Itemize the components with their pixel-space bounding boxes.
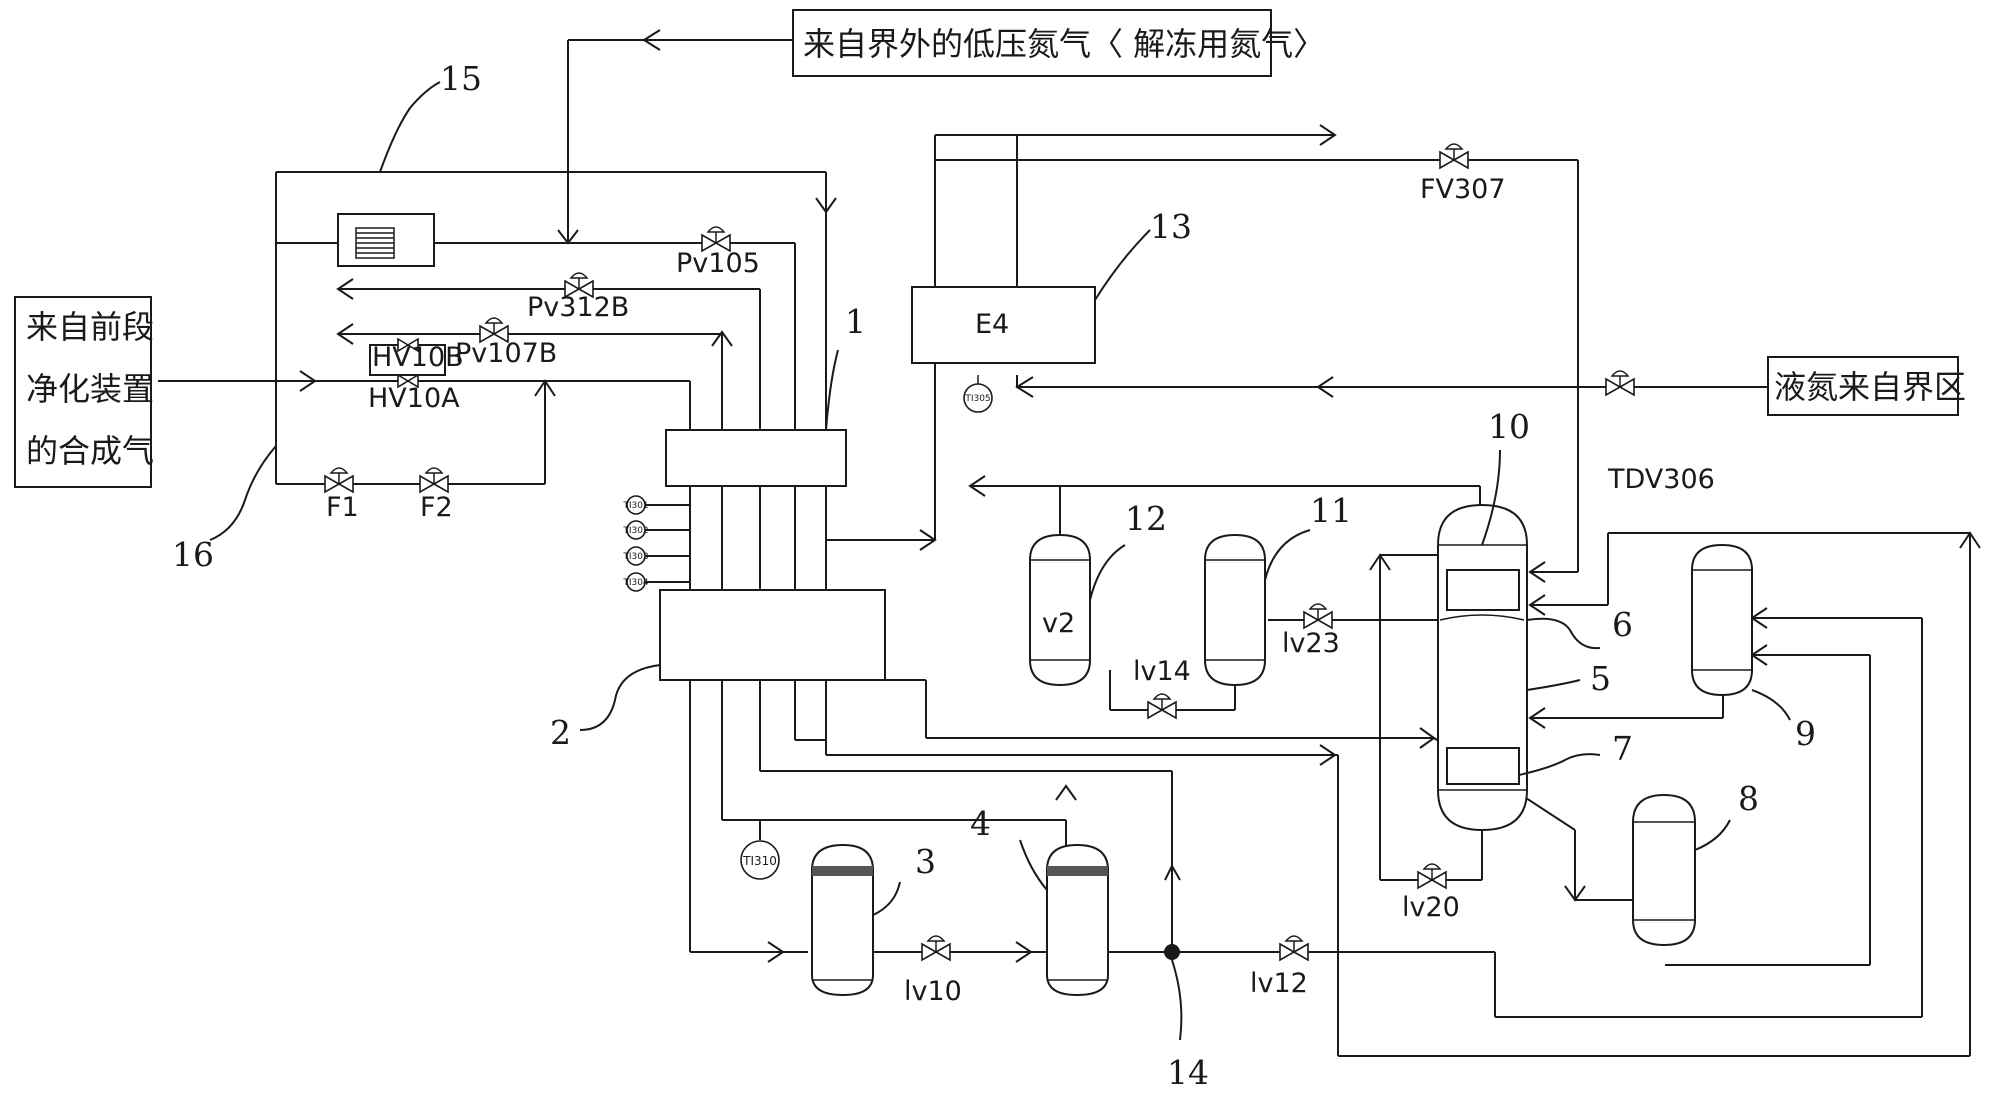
vessel-8 [1632, 793, 1696, 947]
tag-pv105: Pv105 [676, 248, 760, 279]
cooler-unit [337, 213, 435, 267]
tag-pv107b: Pv107B [455, 338, 557, 369]
number-12: 12 [1125, 499, 1167, 538]
nitrogen-source-label: 来自界外的低压氮气〈 解冻用氮气〉 [792, 9, 1325, 77]
valve-pv107b [479, 317, 509, 344]
vessel-v2: v2 [1029, 533, 1091, 687]
tag-hv10a: HV10A [368, 383, 460, 414]
valve-hv10a [397, 373, 419, 389]
valve-lv14 [1147, 693, 1177, 720]
number-7: 7 [1612, 729, 1633, 768]
number-2: 2 [550, 713, 571, 752]
vessel-11 [1204, 533, 1266, 687]
instrument-small-2: TI302 [622, 526, 648, 536]
valve-tags: Pv105 Pv312B Pv107B HV10B HV10A F1 F2 FV… [326, 174, 1715, 1007]
internal-7 [1446, 747, 1520, 785]
valve-f2 [419, 467, 449, 494]
valve-lv12 [1279, 935, 1309, 962]
valve-lv23 [1303, 603, 1333, 630]
number-13: 13 [1150, 207, 1192, 246]
valve-fv307 [1439, 143, 1469, 170]
instrument-small-1: TI301 [622, 501, 648, 511]
valve-lv20 [1417, 863, 1447, 890]
syngas-source-line-3: 的合成气 [26, 432, 154, 470]
instrument-ti305-label: TI305 [964, 394, 990, 404]
vessel-3 [811, 843, 874, 997]
instrument-ti305: TI305 [963, 375, 993, 413]
valve-hv10b [397, 337, 419, 353]
equipment-numbers: 1 2 3 4 5 6 7 8 9 10 11 12 13 14 15 16 [172, 59, 1816, 1092]
piping [158, 39, 1971, 1057]
vessel-9 [1691, 543, 1753, 697]
valve-f1 [324, 467, 354, 494]
instrument-ti310: TI310 [740, 840, 780, 880]
vessel-4 [1046, 843, 1109, 997]
exchanger-e4: E4 [911, 286, 1096, 364]
instrument-small-4: TI304 [622, 578, 649, 588]
valve-lv10 [921, 935, 951, 962]
instrument-small-3: TI303 [622, 552, 648, 562]
tag-pv312b: Pv312B [527, 292, 629, 323]
internal-6 [1446, 569, 1520, 611]
syngas-source-line-2: 净化装置 [26, 370, 154, 408]
leader-lines [209, 81, 1791, 1041]
valve-pv105 [701, 226, 731, 253]
tag-tdv306: TDV306 [1607, 464, 1715, 495]
tag-hv10b: HV10B [372, 342, 464, 373]
vessel-v2-label: v2 [1042, 608, 1075, 639]
nitrogen-source-text: 来自界外的低压氮气〈 解冻用氮气〉 [803, 25, 1325, 63]
heat-exchanger-1 [665, 429, 847, 487]
number-9: 9 [1795, 714, 1816, 753]
number-6: 6 [1612, 605, 1633, 644]
exchanger-e4-label: E4 [975, 309, 1009, 340]
tag-lv10: lv10 [904, 976, 962, 1007]
number-11: 11 [1310, 491, 1352, 530]
tag-lv23: lv23 [1282, 628, 1340, 659]
number-14: 14 [1167, 1053, 1209, 1092]
syngas-source-line-1: 来自前段 [26, 308, 154, 346]
tag-f1: F1 [326, 492, 359, 523]
number-1: 1 [845, 302, 866, 341]
valve-tdv306 [1605, 370, 1635, 397]
number-8: 8 [1738, 779, 1759, 818]
instrument-ti310-label: TI310 [742, 854, 777, 868]
tag-lv14: lv14 [1133, 656, 1191, 687]
tag-f2: F2 [420, 492, 453, 523]
number-3: 3 [915, 842, 936, 881]
tag-lv12: lv12 [1250, 968, 1308, 999]
number-15: 15 [440, 59, 482, 98]
column-5 [1437, 503, 1528, 832]
instrument-group-exchanger: TI301 TI302 TI303 TI304 [622, 495, 649, 592]
number-16: 16 [172, 535, 214, 574]
heat-exchanger-2 [659, 589, 886, 681]
number-10: 10 [1488, 407, 1530, 446]
number-5: 5 [1590, 659, 1611, 698]
junction-14 [1164, 944, 1180, 960]
liquid-nitrogen-source-label: 液氮来自界区 [1767, 356, 1966, 416]
liquid-nitrogen-source-text: 液氮来自界区 [1774, 368, 1966, 406]
tag-fv307: FV307 [1420, 174, 1506, 205]
syngas-source-label: 来自前段 净化装置 的合成气 [14, 296, 154, 488]
valve-pv312b [564, 272, 594, 299]
number-4: 4 [970, 804, 991, 843]
tag-lv20: lv20 [1402, 892, 1460, 923]
